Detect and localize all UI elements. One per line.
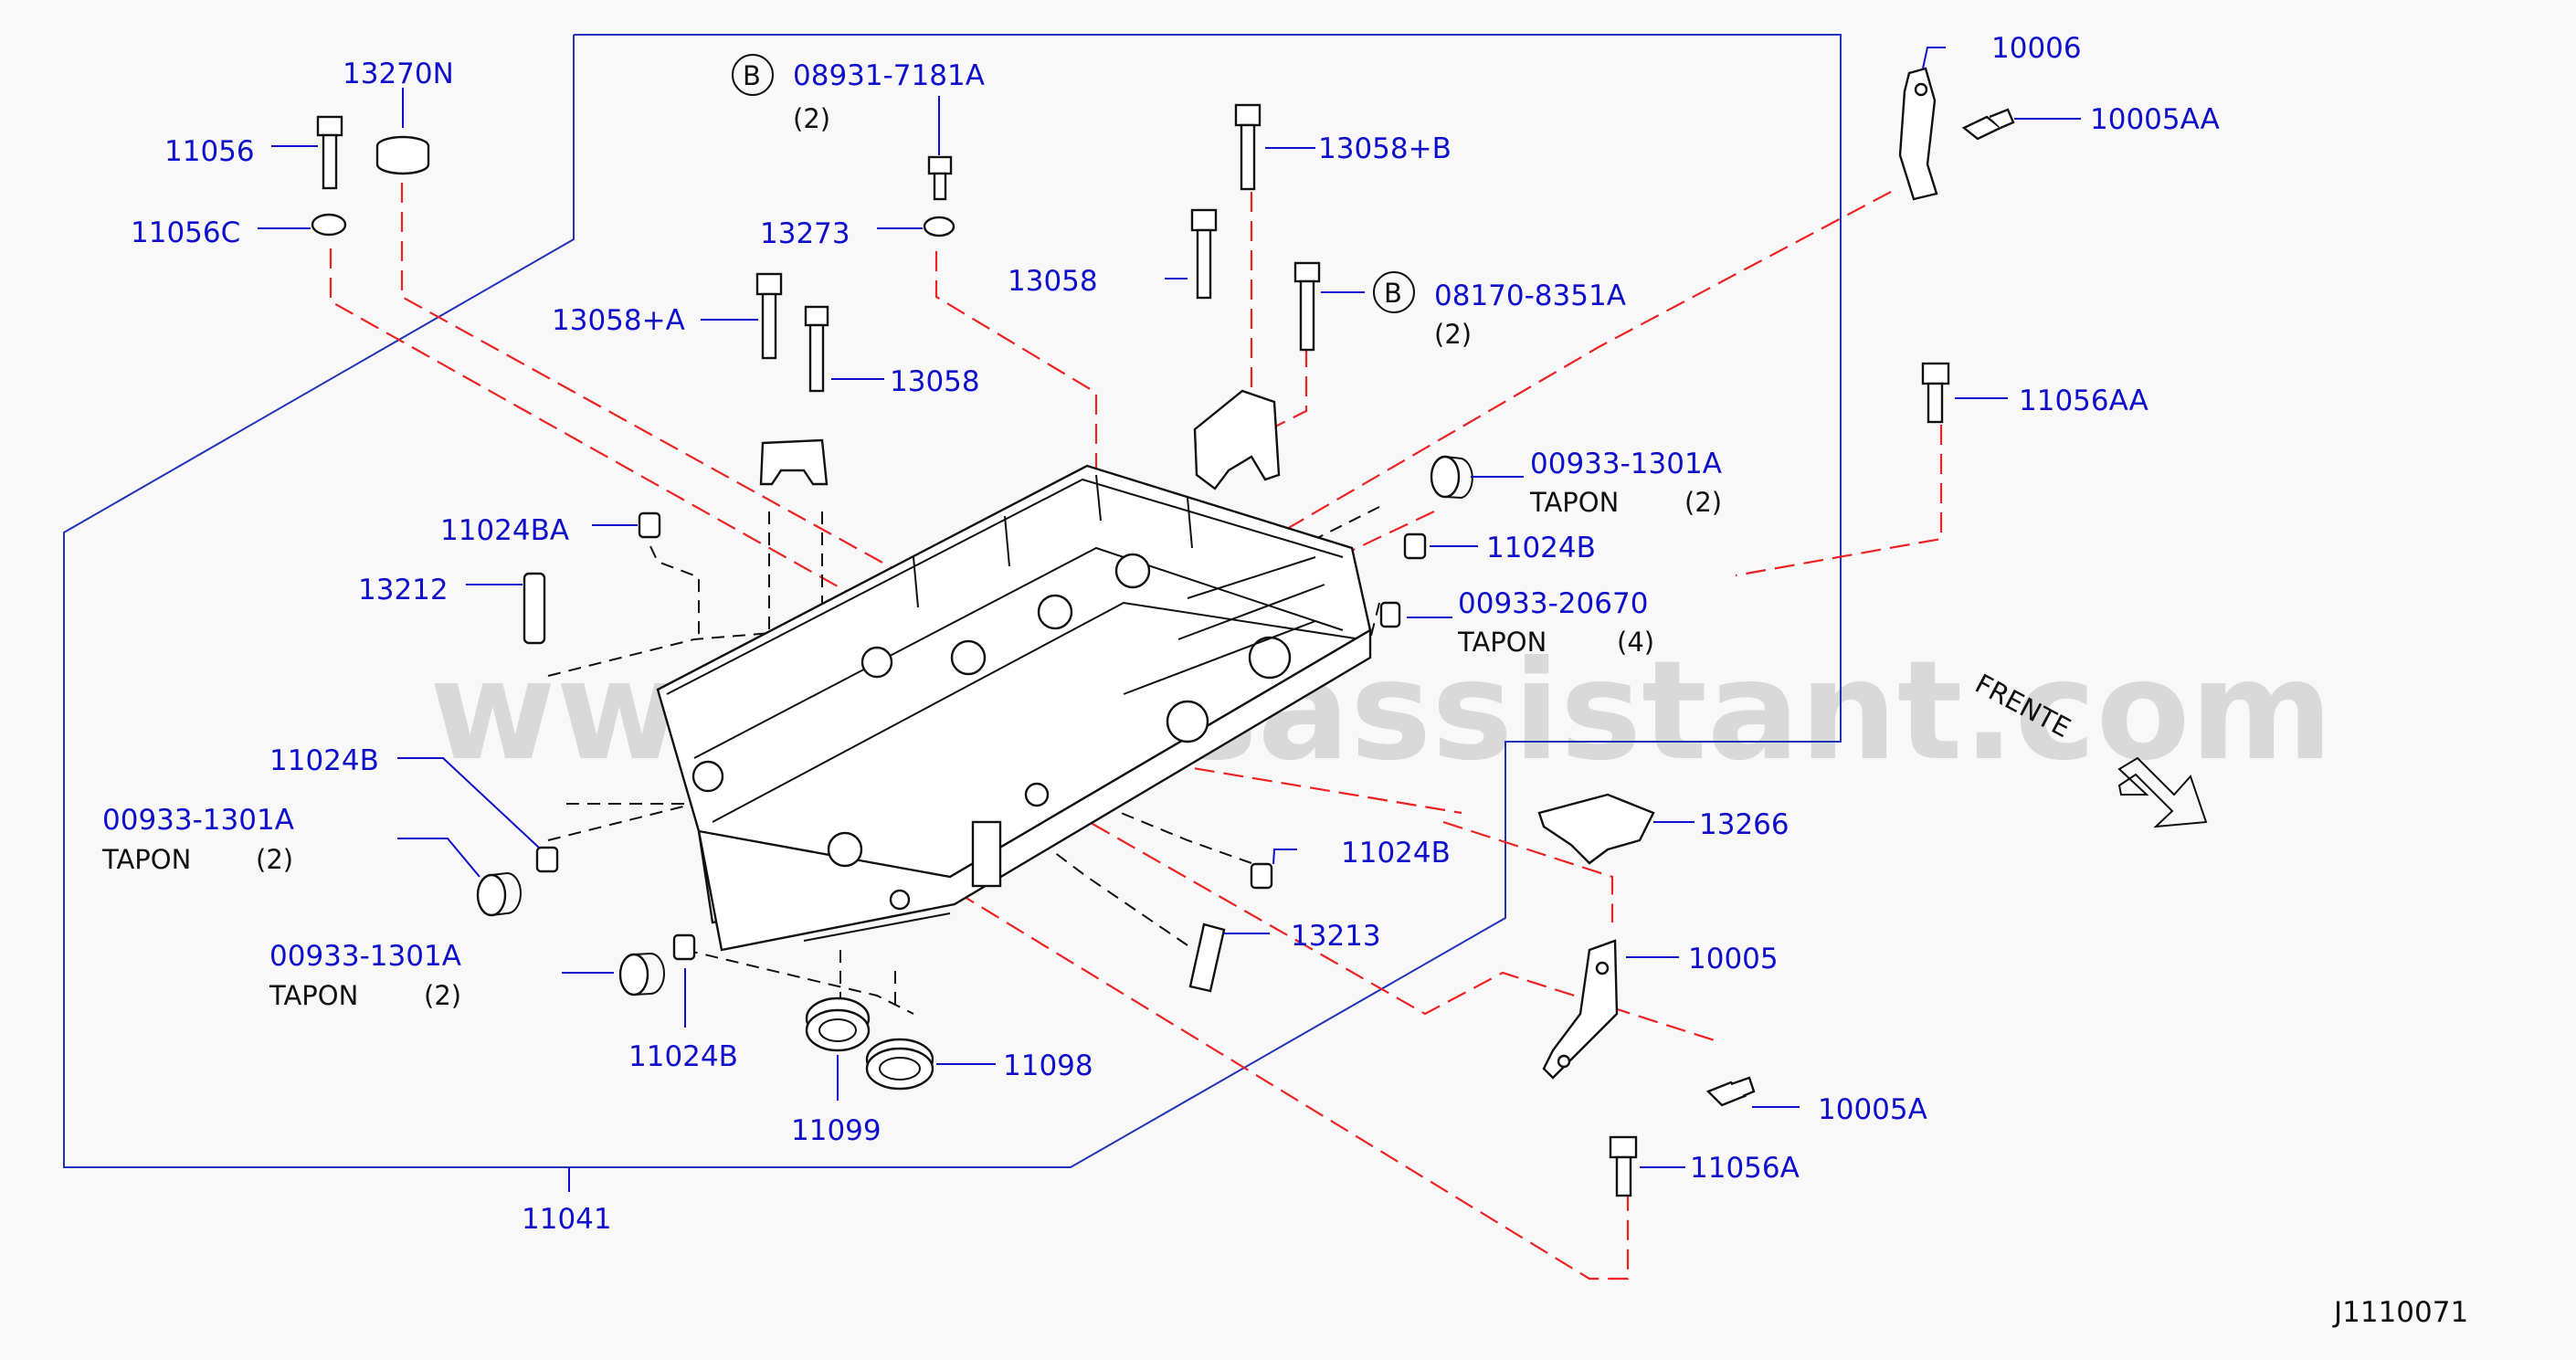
seal-11099 xyxy=(805,996,871,1052)
callout-11099[interactable]: 11099 xyxy=(791,1114,882,1147)
dowel-13213 xyxy=(1188,922,1226,993)
bolt-13058-mid xyxy=(804,305,829,393)
bolt-11056 xyxy=(316,115,343,190)
qty-tapon: (2) xyxy=(256,844,293,875)
callout-08170-8351A[interactable]: 08170-8351A xyxy=(1434,279,1626,312)
cam-bracket-left xyxy=(759,438,829,486)
leader-lines xyxy=(258,47,2081,1168)
callout-13058-top[interactable]: 13058 xyxy=(1008,265,1098,298)
bolt-11056AA xyxy=(1921,362,1950,424)
callout-11024B-bottom[interactable]: 11024B xyxy=(628,1040,738,1073)
plug-00933-20670 xyxy=(1379,601,1401,628)
callout-11024BA[interactable]: 11024BA xyxy=(440,514,569,547)
callout-11024B-right[interactable]: 11024B xyxy=(1486,532,1596,564)
circle-b-letter: B xyxy=(743,60,761,91)
callout-00933-20670[interactable]: 00933-20670 xyxy=(1458,587,1648,620)
plug-11024B-bottom xyxy=(672,933,696,961)
washer-13273 xyxy=(923,216,955,237)
callout-13270N[interactable]: 13270N xyxy=(343,58,454,90)
bolt-08931 xyxy=(927,155,953,201)
bolt-13058-a xyxy=(755,272,783,360)
plug-00933-1301A-left2 xyxy=(618,952,665,996)
qty-tapon: (4) xyxy=(1617,627,1654,658)
callout-13058-a[interactable]: 13058+A xyxy=(552,304,685,337)
callout-13212[interactable]: 13212 xyxy=(358,574,449,606)
bolt-08170 xyxy=(1293,261,1321,352)
seal-13270N xyxy=(375,135,430,175)
bolt-13058-top xyxy=(1190,208,1218,300)
callout-10005A[interactable]: 10005A xyxy=(1818,1093,1927,1126)
callout-10005[interactable]: 10005 xyxy=(1688,943,1779,975)
callout-13266[interactable]: 13266 xyxy=(1699,808,1789,841)
plug-11024B-center xyxy=(1250,862,1273,890)
qty-08170: (2) xyxy=(1434,319,1472,350)
tapon-label: TAPON xyxy=(1529,487,1619,518)
cam-bracket-right xyxy=(1193,389,1281,490)
circle-b-marker xyxy=(1373,271,1415,313)
plug-11024B-right xyxy=(1403,532,1427,560)
tapon-label: TAPON xyxy=(101,844,191,875)
callout-11024B-center[interactable]: 11024B xyxy=(1341,837,1451,870)
callout-00933-1301A-right[interactable]: 00933-1301A xyxy=(1530,448,1722,480)
callout-13273[interactable]: 13273 xyxy=(760,217,850,250)
qty-08931: (2) xyxy=(793,103,830,134)
part-callouts: 13270N 11056 11056C 08931-7181A (2) 1327… xyxy=(101,32,2220,1236)
bolt-10005A xyxy=(1705,1076,1756,1107)
dowel-13212 xyxy=(523,572,546,645)
callout-11056A[interactable]: 11056A xyxy=(1690,1152,1800,1185)
callout-11098[interactable]: 11098 xyxy=(1003,1049,1093,1082)
plug-11024BA xyxy=(638,511,661,539)
bolt-11056A xyxy=(1609,1135,1638,1197)
cylinder-head-body xyxy=(656,464,1372,952)
callout-10006[interactable]: 10006 xyxy=(1991,32,2082,65)
seal-11098 xyxy=(865,1038,934,1091)
callout-00933-1301A-left2[interactable]: 00933-1301A xyxy=(269,940,461,973)
washer-11056C xyxy=(311,213,347,237)
circle-b-marker xyxy=(732,54,774,96)
bolt-13058-b xyxy=(1234,103,1262,191)
callout-11056[interactable]: 11056 xyxy=(164,135,255,168)
callout-11056AA[interactable]: 11056AA xyxy=(2019,385,2148,417)
assembly-frame xyxy=(63,34,1842,1168)
callout-11056C[interactable]: 11056C xyxy=(131,216,240,249)
qty-tapon: (2) xyxy=(1684,487,1722,518)
circle-b-letter: B xyxy=(1384,278,1402,309)
tapon-label: TAPON xyxy=(1457,627,1547,658)
bracket-10006 xyxy=(1898,67,1938,201)
front-arrow-icon xyxy=(2117,756,2208,828)
callout-08931-7181A[interactable]: 08931-7181A xyxy=(793,59,985,92)
qty-tapon: (2) xyxy=(424,980,461,1011)
plug-00933-1301A-left1 xyxy=(476,871,522,917)
bracket-10005 xyxy=(1542,939,1619,1080)
tapon-label: TAPON xyxy=(269,980,358,1011)
callout-13058-b[interactable]: 13058+B xyxy=(1318,132,1452,165)
plug-11024B-left xyxy=(535,846,559,873)
callout-11041[interactable]: 11041 xyxy=(522,1203,612,1236)
callout-11024B-left[interactable]: 11024B xyxy=(269,744,379,777)
callout-10005AA[interactable]: 10005AA xyxy=(2090,103,2220,136)
callout-13213[interactable]: 13213 xyxy=(1291,920,1381,953)
diagram-code: J1110071 xyxy=(2332,1296,2468,1329)
callout-00933-1301A-left1[interactable]: 00933-1301A xyxy=(102,804,294,837)
bolt-10005AA xyxy=(1961,108,2015,141)
plug-00933-1301A-right xyxy=(1430,455,1473,500)
callout-13058-mid[interactable]: 13058 xyxy=(890,365,980,398)
bracket-13266 xyxy=(1537,793,1655,865)
